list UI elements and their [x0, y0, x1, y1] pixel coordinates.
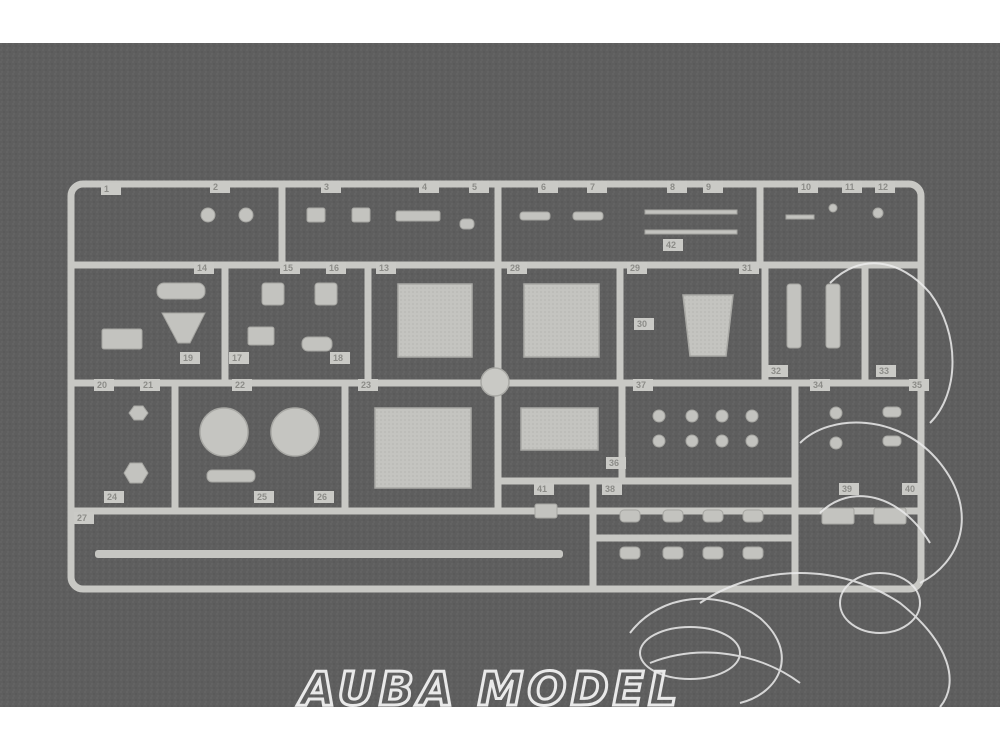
watermark-text: AUBA MODEL	[297, 662, 681, 707]
part-number-tag	[602, 483, 622, 495]
part-number-tag	[876, 365, 896, 377]
part-number-tag	[507, 262, 527, 274]
part-number: 19	[183, 353, 193, 363]
part-number-tag	[627, 262, 647, 274]
part-number: 7	[590, 182, 595, 192]
part-number: 26	[317, 492, 327, 502]
part-number-tag	[314, 491, 334, 503]
part-number: 10	[801, 182, 811, 192]
part-number: 25	[257, 492, 267, 502]
part-number: 17	[232, 353, 242, 363]
part-number-tag	[663, 239, 683, 251]
part-number-tag	[633, 379, 653, 391]
long-rod-part	[95, 550, 563, 558]
small-parts	[101, 203, 907, 560]
part-number-tag	[810, 379, 830, 391]
part-number-tag	[94, 379, 114, 391]
part-number: 9	[706, 182, 711, 192]
part-number-tag	[419, 181, 439, 193]
part-number: 20	[97, 380, 107, 390]
part-number: 18	[333, 353, 343, 363]
part-number-tag	[254, 491, 274, 503]
part-number: 34	[813, 380, 823, 390]
part-number: 38	[605, 484, 615, 494]
part-number-tag	[875, 181, 895, 193]
part-number-tag	[842, 181, 862, 193]
part-number-tag	[194, 262, 214, 274]
part-number: 42	[666, 240, 676, 250]
part-number: 13	[379, 263, 389, 273]
part-number: 11	[845, 182, 855, 192]
part-number: 36	[609, 458, 619, 468]
part-number: 1	[104, 184, 109, 194]
part-number-tag	[606, 457, 626, 469]
part-number-tag	[180, 352, 200, 364]
part-number-tag	[739, 262, 759, 274]
part-number-tag	[140, 379, 160, 391]
part-number-tag	[326, 262, 346, 274]
part-number-tag	[538, 181, 558, 193]
sprue-frame	[67, 180, 925, 593]
part-number: 14	[197, 263, 207, 273]
part-number: 8	[670, 182, 675, 192]
part-number: 28	[510, 263, 520, 273]
part-number: 31	[742, 263, 752, 273]
part-number-tag	[469, 181, 489, 193]
part-number: 15	[283, 263, 293, 273]
part-number-tag	[280, 262, 300, 274]
part-number-tag	[839, 483, 859, 495]
part-number: 35	[912, 380, 922, 390]
part-number-tag	[768, 365, 788, 377]
part-number-tag	[534, 483, 554, 495]
part-number-tag	[358, 379, 378, 391]
part-number: 24	[107, 492, 117, 502]
part-number-tag	[798, 181, 818, 193]
part-number: 16	[329, 263, 339, 273]
part-number-tag	[232, 379, 252, 391]
part-number: 29	[630, 263, 640, 273]
part-number: 3	[324, 182, 329, 192]
part-number: 39	[842, 484, 852, 494]
part-number: 4	[422, 182, 427, 192]
part-number: 6	[541, 182, 546, 192]
part-number: 40	[905, 484, 915, 494]
panel-parts	[374, 283, 734, 489]
part-number-tag	[703, 181, 723, 193]
part-number-tag	[101, 183, 121, 195]
part-number-tag	[634, 318, 654, 330]
watermark-mascot	[629, 262, 963, 707]
part-number-tag	[229, 352, 249, 364]
part-number-tag	[330, 352, 350, 364]
part-number: 30	[637, 319, 647, 329]
part-number: 5	[472, 182, 477, 192]
part-number: 12	[878, 182, 888, 192]
part-number-tag	[210, 181, 230, 193]
part-number: 37	[636, 380, 646, 390]
part-number: 41	[537, 484, 547, 494]
part-number: 33	[879, 366, 889, 376]
part-number-tag	[902, 483, 922, 495]
part-number: 32	[771, 366, 781, 376]
part-number-tag	[376, 262, 396, 274]
part-number-tag	[104, 491, 124, 503]
part-number-tag	[667, 181, 687, 193]
part-number: 21	[143, 380, 153, 390]
part-number: 22	[235, 380, 245, 390]
part-number-tag	[587, 181, 607, 193]
part-number: 2	[213, 182, 218, 192]
part-number-tag	[321, 181, 341, 193]
part-number: 27	[77, 513, 87, 523]
part-number: 23	[361, 380, 371, 390]
disc-parts	[199, 367, 510, 457]
part-number-tag	[74, 512, 94, 524]
part-number-tag	[909, 379, 929, 391]
